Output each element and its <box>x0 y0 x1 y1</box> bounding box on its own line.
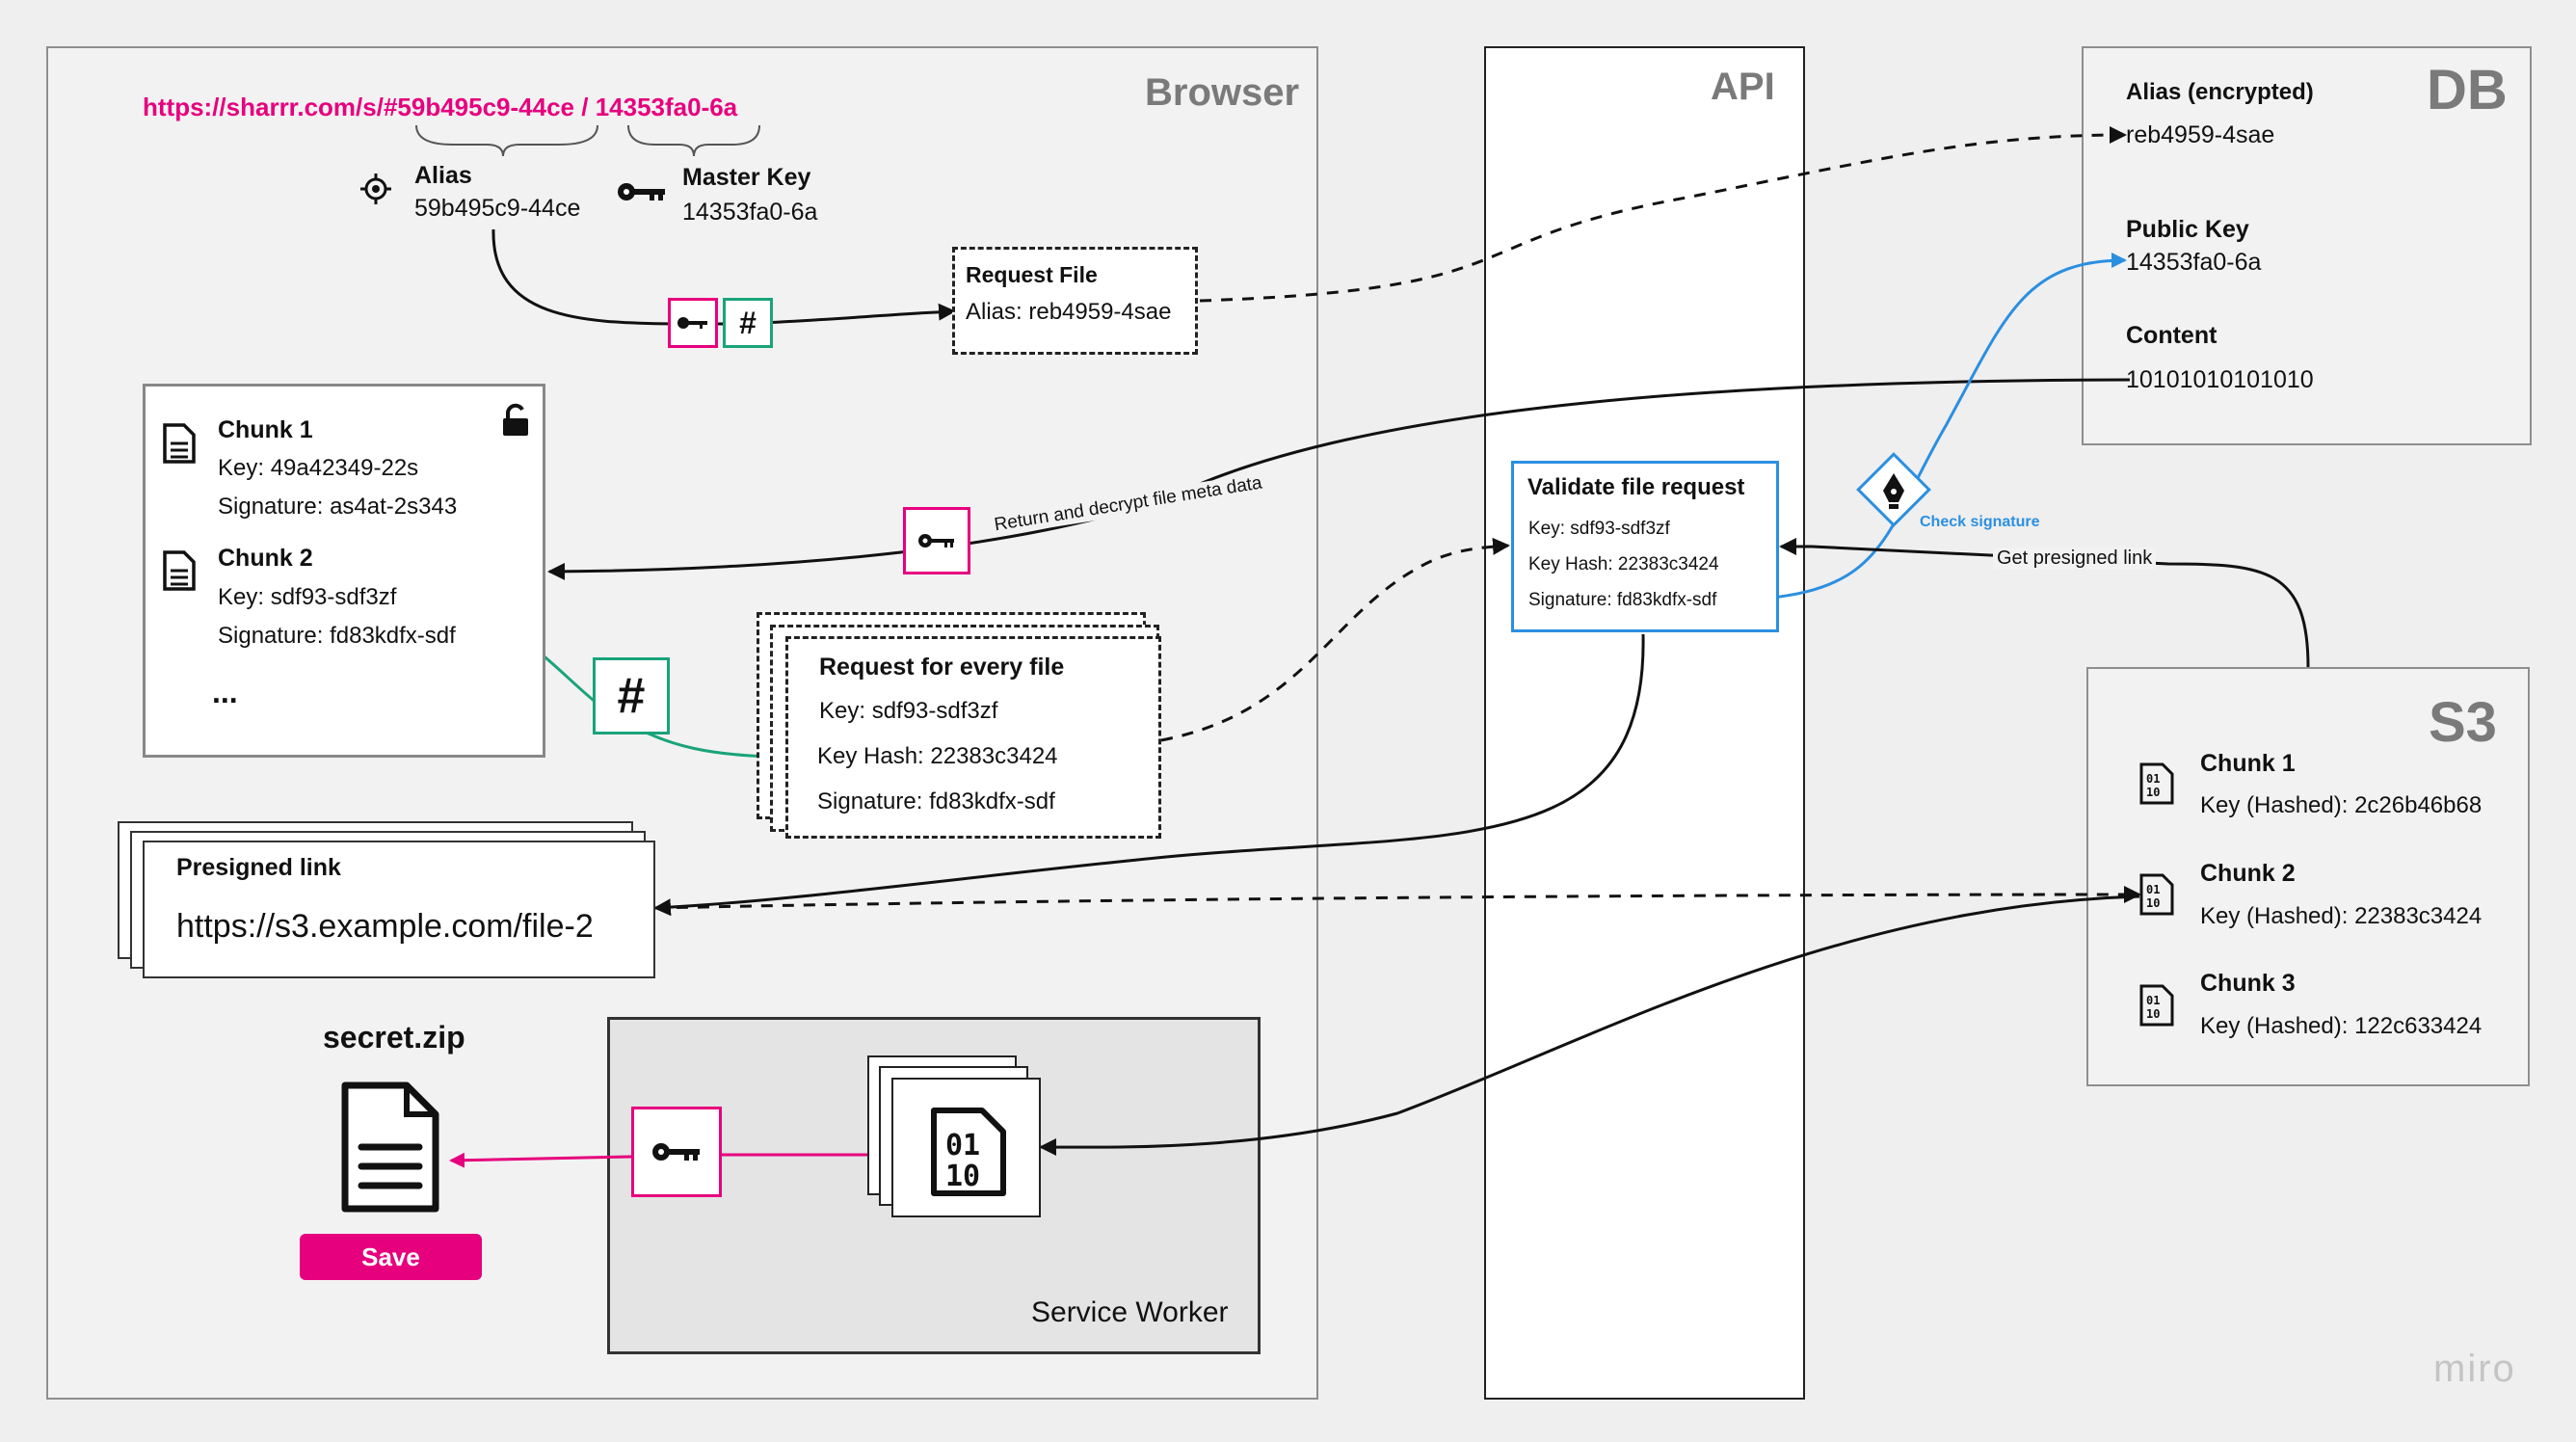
presigned-url[interactable]: https://s3.example.com/file-2 <box>176 908 594 945</box>
svg-text:01: 01 <box>945 1129 980 1162</box>
request-every-file-box <box>785 636 1161 839</box>
master-key-value: 14353fa0-6a <box>682 199 818 226</box>
presigned-title: Presigned link <box>176 854 341 881</box>
more-ellipsis: ... <box>212 675 238 709</box>
save-button[interactable]: Save <box>300 1234 482 1280</box>
document-icon <box>162 549 197 592</box>
db-alias-label: Alias (encrypted) <box>2126 79 2314 105</box>
svg-text:01: 01 <box>2146 883 2160 896</box>
check-signature-label: Check signature <box>1920 514 2040 530</box>
key-icon <box>652 1143 700 1161</box>
presigned-link-box[interactable] <box>143 841 655 978</box>
chunk2-key: Key: sdf93-sdf3zf <box>218 584 397 610</box>
hash-icon-box: # <box>593 657 670 734</box>
db-panel <box>2082 46 2532 445</box>
db-content-value: 10101010101010 <box>2126 366 2314 393</box>
chunk2-signature: Signature: fd83kdfx-sdf <box>218 623 456 649</box>
chunk2-title: Chunk 2 <box>218 545 313 572</box>
request-file-alias: Alias: reb4959-4sae <box>966 299 1172 325</box>
s3-chunk2-title: Chunk 2 <box>2200 860 2296 887</box>
target-icon <box>359 172 393 206</box>
svg-text:01: 01 <box>2146 772 2160 786</box>
pen-icon <box>1852 448 1935 531</box>
share-url[interactable]: https://sharrr.com/s/#59b495c9-44ce / 14… <box>143 93 738 121</box>
validate-key-hash: Key Hash: 22383c3424 <box>1528 554 1719 574</box>
api-title: API <box>1711 66 1775 108</box>
file-name: secret.zip <box>323 1020 465 1055</box>
s3-chunk2-key: Key (Hashed): 22383c3424 <box>2200 903 2483 929</box>
request-every-signature: Signature: fd83kdfx-sdf <box>817 788 1055 814</box>
chunk1-key: Key: 49a42349-22s <box>218 455 419 481</box>
master-key-label: Master Key <box>682 164 811 191</box>
unlock-icon <box>501 403 530 438</box>
s3-title: S3 <box>2429 691 2497 754</box>
service-worker-label: Service Worker <box>1031 1296 1229 1328</box>
db-public-key-value: 14353fa0-6a <box>2126 249 2262 276</box>
alias-label: Alias <box>414 162 472 189</box>
key-icon <box>617 179 667 204</box>
validate-key: Key: sdf93-sdf3zf <box>1528 519 1670 539</box>
db-content-label: Content <box>2126 322 2217 349</box>
browser-title: Browser <box>1145 71 1300 114</box>
request-file-box <box>952 247 1198 355</box>
s3-chunk3-title: Chunk 3 <box>2200 970 2296 997</box>
document-icon <box>162 422 197 465</box>
svg-text:01: 01 <box>2146 994 2160 1007</box>
db-public-key-label: Public Key <box>2126 216 2249 243</box>
key-icon <box>677 317 707 329</box>
svg-text:10: 10 <box>2146 1007 2160 1021</box>
svg-text:10: 10 <box>945 1160 980 1193</box>
get-presigned-label: Get presigned link <box>1993 547 2157 570</box>
validate-title: Validate file request <box>1527 474 1745 500</box>
binary-file-box: 01 10 <box>891 1078 1041 1217</box>
db-title: DB <box>2427 59 2508 121</box>
chunk1-title: Chunk 1 <box>218 416 313 443</box>
svg-text:10: 10 <box>2146 896 2160 910</box>
chunks-panel <box>143 384 545 758</box>
hash-icon-box: # <box>723 298 773 348</box>
key-icon <box>918 534 954 547</box>
request-every-key-hash: Key Hash: 22383c3424 <box>817 743 1058 769</box>
request-every-key: Key: sdf93-sdf3zf <box>819 698 998 724</box>
api-panel <box>1484 46 1805 1400</box>
binary-file-icon: 01 10 <box>931 1108 1006 1196</box>
miro-watermark: miro <box>2433 1348 2516 1390</box>
key-icon-box <box>631 1107 722 1197</box>
svg-text:10: 10 <box>2146 786 2160 799</box>
key-icon-box <box>903 507 970 574</box>
file-icon <box>337 1080 443 1215</box>
alias-value: 59b495c9-44ce <box>414 195 581 222</box>
db-alias-value: reb4959-4sae <box>2126 121 2275 148</box>
s3-chunk1-key: Key (Hashed): 2c26b46b68 <box>2200 792 2483 818</box>
request-every-title: Request for every file <box>819 654 1065 681</box>
chunk1-signature: Signature: as4at-2s343 <box>218 494 458 520</box>
s3-chunk1-title: Chunk 1 <box>2200 750 2296 777</box>
validate-signature: Signature: fd83kdfx-sdf <box>1528 590 1717 610</box>
request-file-title: Request File <box>966 262 1098 287</box>
validate-request-box <box>1511 461 1779 632</box>
s3-chunk3-key: Key (Hashed): 122c633424 <box>2200 1013 2483 1039</box>
key-icon-box <box>668 298 718 348</box>
